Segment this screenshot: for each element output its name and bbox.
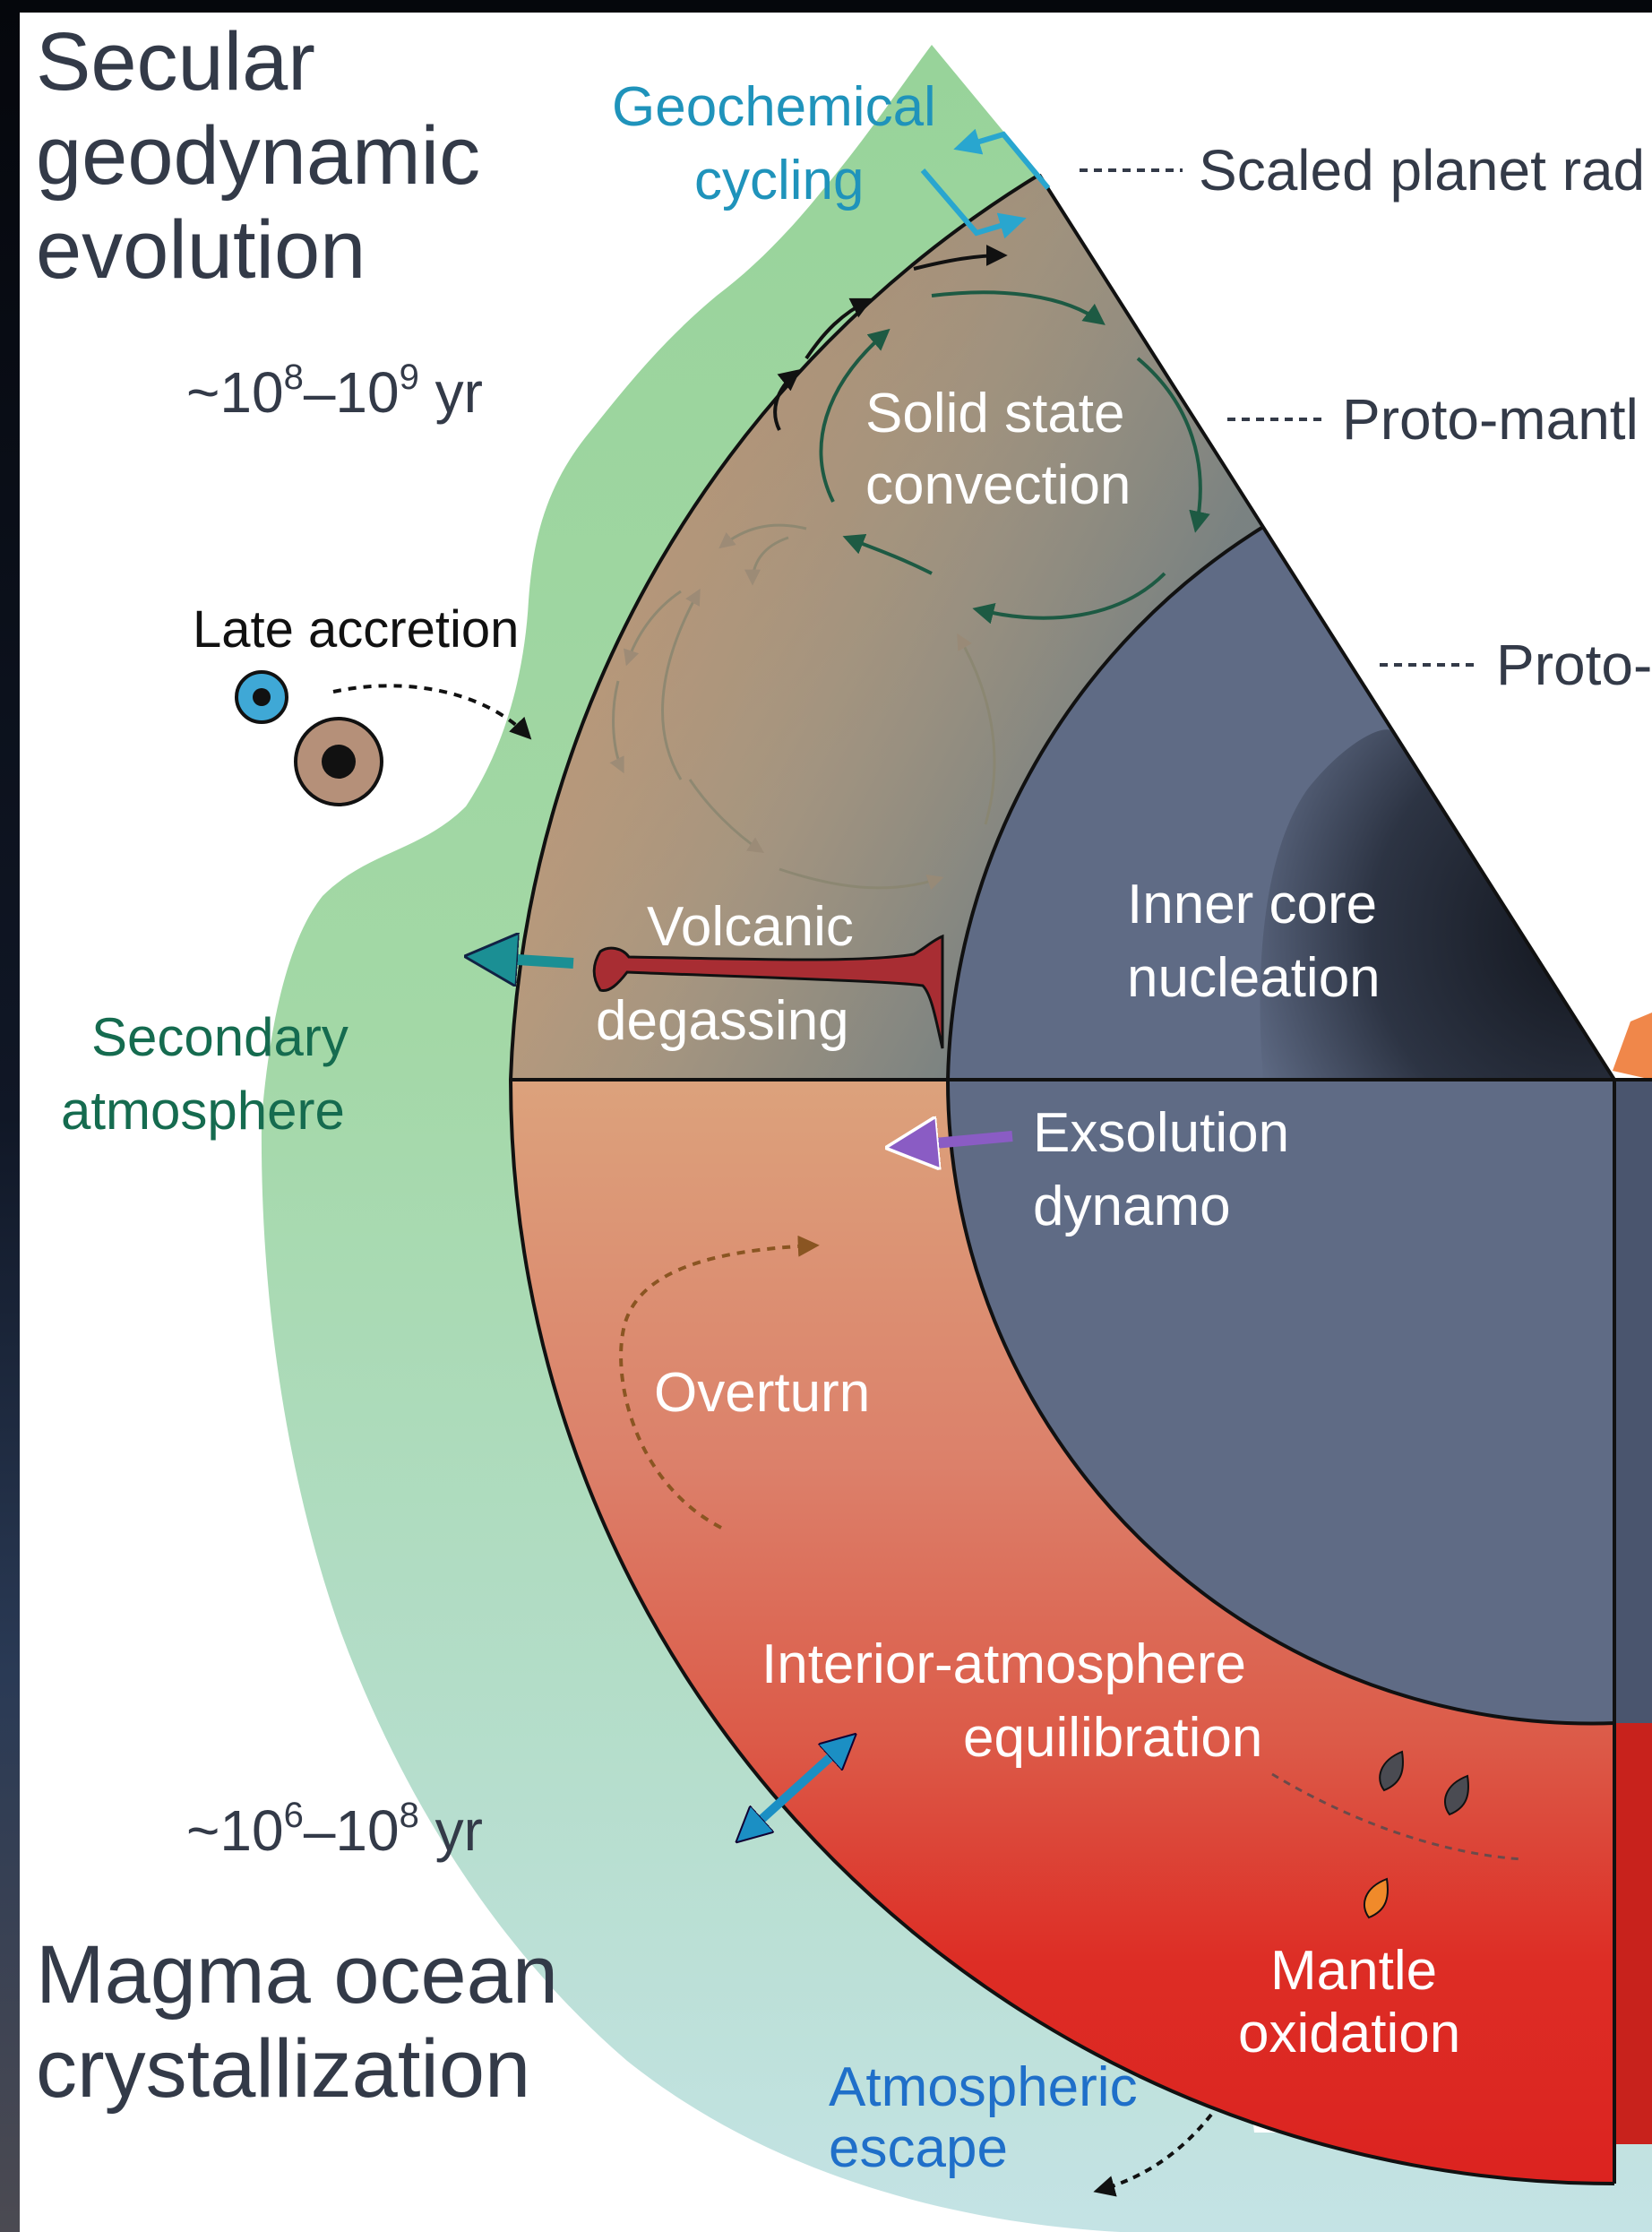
convection-cell-main — [819, 290, 1210, 625]
late-accretion-bodies — [235, 670, 532, 806]
upper-mantle-grey-fade — [511, 175, 1263, 1080]
dynamo-line2: dynamo — [1033, 1176, 1231, 1237]
large-impactor-core — [322, 745, 356, 779]
lower-mantle-magma — [511, 1080, 1614, 2184]
degassing-arrow — [475, 957, 574, 963]
geochemical-line2: cycling — [694, 150, 865, 211]
label-volcanic-degassing: Volcanic degassing — [596, 896, 854, 1052]
heading-secular-line1: Secular — [36, 16, 315, 108]
timescale-early: ~106–108 yr — [186, 1796, 483, 1863]
heading-secular-line2: geodynamic — [36, 110, 480, 202]
secondary-line2: atmosphere — [61, 1081, 345, 1141]
convection-line2: convection — [865, 454, 1131, 516]
label-solid-state-convection: Solid state convection — [865, 383, 1131, 516]
inner-core-nucleus — [1260, 729, 1614, 1080]
lower-core — [947, 1080, 1614, 1724]
label-scaled-planet-radius: Scaled planet rad — [1199, 138, 1645, 203]
nucleation-line1: Inner core — [1127, 874, 1377, 935]
dynamo-arrow — [896, 1136, 1013, 1147]
overturn-arrow — [619, 1235, 820, 1530]
top-border — [0, 0, 1652, 13]
space-strip — [0, 0, 20, 2232]
cmb-outline-lower — [946, 1079, 1615, 1726]
nucleation-line2: nucleation — [1127, 947, 1381, 1009]
geochemical-line1: Geochemical — [612, 76, 936, 138]
dynamo-line1: Exsolution — [1033, 1102, 1289, 1164]
right-edge-strip-lower — [1613, 1723, 1652, 2144]
oxidation-line1: Mantle — [1270, 1940, 1437, 2002]
oxidation-line2: oxidation — [1238, 2003, 1460, 2064]
convection-surface-arrows — [773, 245, 1008, 431]
escape-line1: Atmospheric — [829, 2056, 1138, 2118]
equilibration-line1: Interior-atmosphere — [761, 1633, 1246, 1695]
label-secondary-atmosphere: Secondary atmosphere — [61, 1007, 348, 1141]
right-edge-strip-upper — [1613, 1080, 1652, 1723]
volcanic-plume — [475, 936, 944, 1049]
secondary-line1: Secondary — [91, 1007, 348, 1067]
label-proto-core: Proto- — [1496, 633, 1652, 697]
heading-magma: Magma ocean crystallization — [36, 1929, 558, 2115]
label-atmospheric-escape: Atmospheric escape — [829, 2056, 1138, 2179]
timescale-late: ~108–109 yr — [186, 358, 483, 425]
surface-outline — [508, 173, 1615, 2185]
wedge-edge — [1037, 173, 1616, 1082]
volcanic-line1: Volcanic — [647, 896, 854, 958]
geochemical-cycling-arrows — [920, 128, 1051, 239]
equilibration-line2: equilibration — [963, 1707, 1262, 1769]
label-mantle-oxidation: Mantle oxidation — [1238, 1940, 1460, 2064]
accretion-path-arrow — [332, 684, 532, 740]
convection-line1: Solid state — [865, 383, 1125, 444]
cmb-outline-upper — [946, 525, 1265, 1081]
escape-line2: escape — [829, 2117, 1008, 2179]
heading-magma-line2: crystallization — [36, 2023, 530, 2115]
label-exsolution-dynamo: Exsolution dynamo — [1033, 1102, 1289, 1237]
label-geochemical-cycling: Geochemical cycling — [612, 76, 936, 211]
label-overturn: Overturn — [654, 1362, 870, 1424]
equilibration-arrow — [757, 1738, 851, 1823]
right-edge-orange-tip — [1613, 1013, 1652, 1080]
heading-secular-line3: evolution — [36, 204, 366, 296]
droplet-orange — [1363, 1877, 1389, 1919]
heading-secular: Secular geodynamic evolution — [36, 16, 480, 296]
droplet-dark-1 — [1379, 1750, 1404, 1792]
volcanic-line2: degassing — [596, 990, 849, 1052]
convection-cell-faint — [609, 523, 996, 891]
label-proto-mantle: Proto-mantl — [1342, 387, 1639, 452]
label-equilibration: Interior-atmosphere equilibration — [761, 1633, 1262, 1769]
small-impactor-core — [253, 688, 271, 706]
escape-arrow — [1093, 2113, 1213, 2197]
label-inner-core-nucleation: Inner core nucleation — [1127, 874, 1381, 1009]
label-late-accretion: Late accretion — [193, 600, 519, 659]
droplet-dark-2 — [1443, 1774, 1469, 1816]
heading-magma-line1: Magma ocean — [36, 1929, 558, 2021]
